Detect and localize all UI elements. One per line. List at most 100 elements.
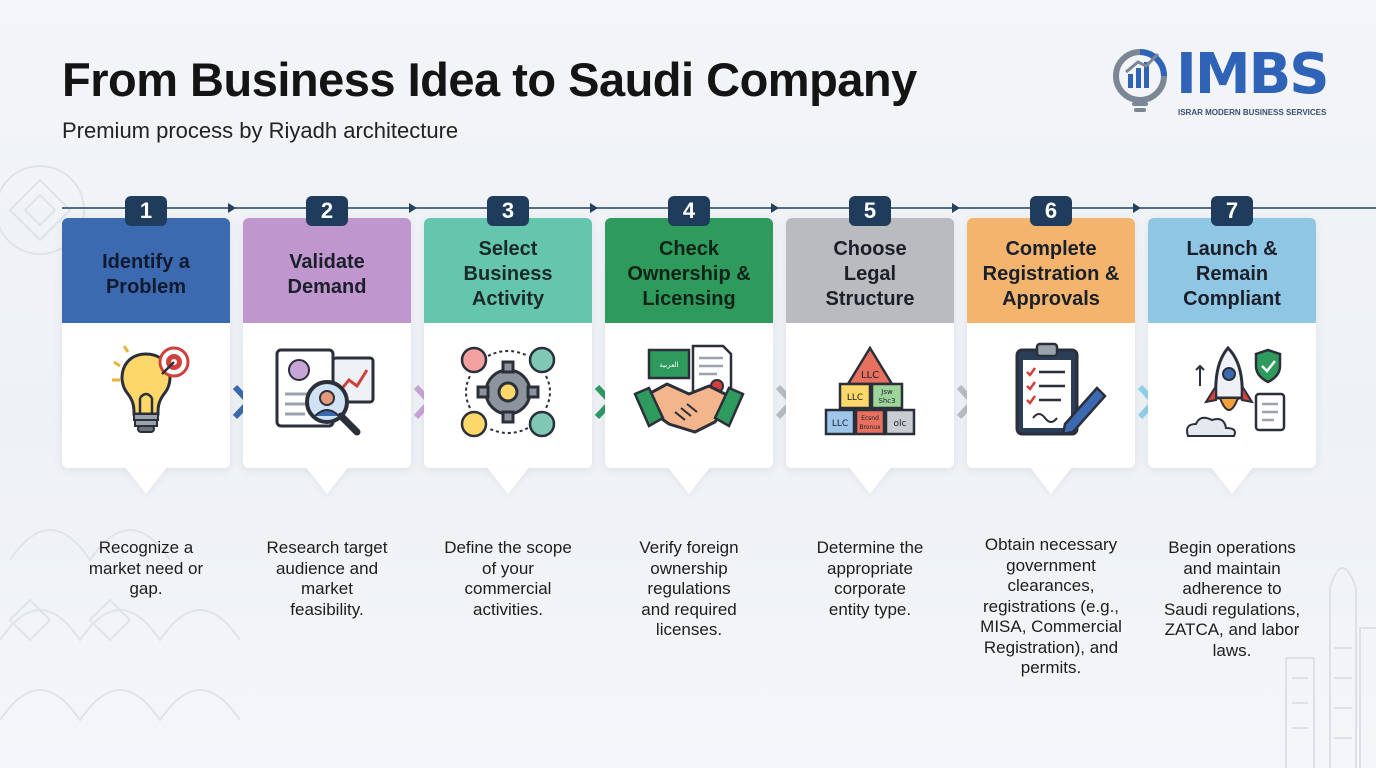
step-title-line: Problem [105,275,186,298]
step-description-line: corporate [834,579,906,598]
svg-text:العربية: العربية [659,361,678,369]
step-title-line: Complete [1005,238,1097,260]
logo-text: IMBS [1176,42,1330,107]
step-title-line: Identify a [102,250,190,273]
step-title-line: Launch & [1186,238,1278,260]
step-description-line: market need or [88,558,204,578]
svg-text:LLC: LLC [832,419,848,429]
step-description-line: adherence to [1182,579,1282,598]
step-title-line: Approvals [1002,288,1100,310]
svg-text:LLC: LLC [847,393,863,403]
step-title-line: Compliant [1183,288,1281,310]
step-title-line: Legal [843,263,897,285]
gear-cycle-icon [424,336,592,456]
step-description-line: and maintain [1183,558,1281,578]
step-description-line: clearances, [1007,576,1095,595]
step-title-line: Check [658,238,719,260]
card-pointer [1210,466,1254,494]
step-title-line: Activity [471,288,545,310]
legal-pyramid-icon: LLC LLC Jsw Shc3 LLC Ecsnd Bronux olc [786,336,954,456]
step-number-badge: 1 [125,196,167,226]
clipboard-checklist-icon [967,336,1135,456]
company-logo: IMBS ISRAR MODERN BUSINESS SERVICES [1108,40,1330,122]
svg-text:Shc3: Shc3 [878,397,895,405]
timeline-line [62,203,1376,213]
step-description-line: MISA, Commercial [980,617,1122,636]
svg-text:Jsw: Jsw [880,388,893,396]
step-description-line: Saudi regulations, [1163,599,1301,619]
card-pointer [848,466,892,494]
svg-text:Bronux: Bronux [859,424,881,431]
step-description-line: Determine the [816,538,924,557]
step-description-line: audience and [275,558,379,578]
step-description-line: Registration), and [983,637,1119,657]
rocket-shield-icon [1148,336,1316,456]
step-description-line: of your [482,558,534,578]
step-description-line: Define the scope [444,538,572,557]
step-description-line: feasibility. [290,599,364,619]
step-title-line: Select [478,238,538,260]
step-description-line: registrations (e.g., [982,596,1120,616]
handshake-license-icon: العربية [605,336,773,456]
magnifier-analytics-icon [243,336,411,456]
step-description-line: gap. [129,579,163,598]
step-description-line: appropriate [826,558,913,578]
step-description-line: regulations [647,579,731,598]
step-description-line: commercial [464,579,552,598]
step-description-line: and required [641,599,737,619]
step-number-badge: 5 [849,196,891,226]
step-number-badge: 7 [1211,196,1253,226]
step-description-line: permits. [1020,658,1082,677]
step-number-badge: 4 [668,196,710,226]
card-pointer [1029,466,1073,494]
svg-text:LLC: LLC [861,370,879,381]
step-description-line: Recognize a [98,538,194,557]
step-description-line: Research target [266,538,388,557]
step-title-line: Licensing [642,288,736,310]
step-description-line: market [301,579,353,598]
step-description-line: Obtain necessary [984,535,1118,554]
step-number-badge: 2 [306,196,348,226]
step-number-badge: 3 [487,196,529,226]
step-description-line: activities. [473,599,543,619]
step-title-line: Remain [1195,263,1269,285]
step-title-line: Business [463,263,553,285]
step-title-line: Choose [833,238,907,260]
step-description-line: Begin operations [1168,538,1296,557]
lightbulb-target-icon [62,336,230,456]
step-description-line: ownership [650,558,728,578]
step-description-line: ZATCA, and labor [1164,620,1300,639]
step-description-line: Verify foreign [639,538,739,557]
svg-text:olc: olc [894,419,907,429]
step-title-line: Ownership & [627,263,751,285]
step-number-badge: 6 [1030,196,1072,226]
logo-mark-icon [1113,49,1167,112]
logo-tagline: ISRAR MODERN BUSINESS SERVICES [1178,108,1327,117]
svg-text:Ecsnd: Ecsnd [861,415,879,422]
step-description-line: laws. [1212,640,1252,660]
card-pointer [486,466,530,494]
step-description-line: entity type. [828,599,912,619]
card-pointer [124,466,168,494]
step-title-line: Validate [289,250,365,273]
